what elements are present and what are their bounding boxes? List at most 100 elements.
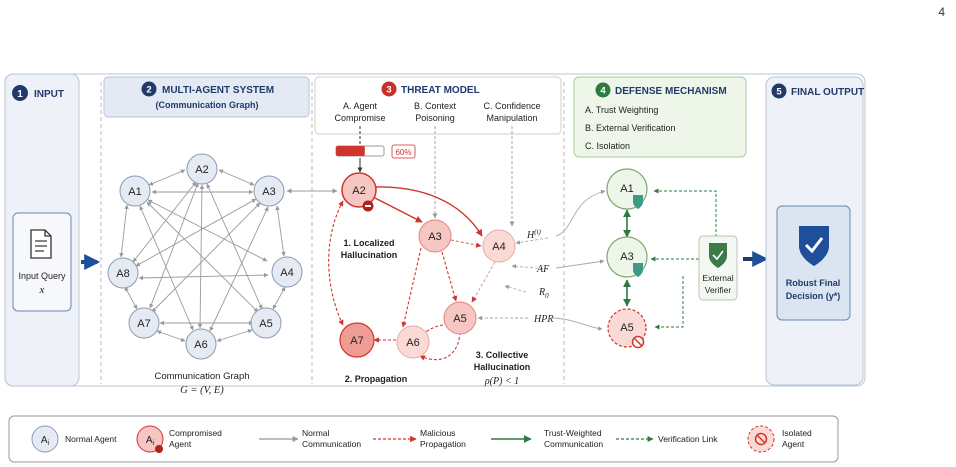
mas-title: MULTI-AGENT SYSTEM [162, 85, 274, 96]
threat-node-a4: A4 [482, 229, 516, 263]
input-query-label: Input Query [18, 271, 66, 281]
svg-text:A1: A1 [128, 186, 141, 198]
svg-text:A1: A1 [620, 183, 633, 195]
output-title: FINAL OUTPUT [791, 87, 864, 98]
metric-r0: R0 [538, 287, 549, 300]
mas-node-a1: A1 [119, 175, 151, 207]
defense-item-c: C. Isolation [585, 141, 630, 151]
threat-node-a7: A7 [339, 322, 375, 358]
legend-compromised-label-line1: Compromised [169, 428, 222, 438]
svg-text:A4: A4 [492, 241, 505, 253]
legend-malicious-line1: Malicious [420, 428, 455, 438]
label-spectral-radius: ρ(P) < 1 [484, 376, 519, 387]
metric-arrows [477, 237, 549, 321]
progress-label: 60% [395, 148, 411, 157]
label-collective-line2: Hallucination [474, 362, 531, 372]
mas-node-a5: A5 [250, 307, 282, 339]
defense-node-a5-isolated: A5 [607, 308, 647, 349]
threat-node-a5: A5 [443, 301, 477, 335]
communication-graph-edges [119, 169, 286, 342]
svg-text:A2: A2 [195, 164, 208, 176]
legend-trust-weighted: Trust-Weighted Communication [491, 428, 603, 449]
defense-node-a1: A1 [606, 168, 648, 210]
mas-formula: G = (V, E) [180, 385, 224, 396]
legend-isolated-agent: Isolated Agent [747, 425, 812, 453]
legend-trust-line1: Trust-Weighted [544, 428, 602, 438]
svg-text:A3: A3 [620, 251, 633, 263]
blocked-icon [754, 432, 768, 446]
defense-node-a3: A3 [606, 236, 648, 278]
svg-text:A5: A5 [620, 322, 633, 334]
compromise-progress-bar: 60% [335, 144, 416, 159]
defense-step-number: 4 [600, 86, 606, 97]
malicious-propagation-edges [328, 186, 496, 361]
svg-text:Ai: Ai [146, 435, 155, 447]
document-icon [30, 229, 52, 259]
legend-trust-line2: Communication [544, 439, 603, 449]
shield-check-icon [709, 243, 727, 268]
legend-normal-communication: Normal Communication [259, 428, 361, 449]
mas-node-a6: A6 [185, 328, 217, 360]
shield-check-icon [633, 263, 643, 277]
defense-input-curves [547, 189, 606, 331]
verification-links [650, 188, 717, 330]
svg-text:A6: A6 [406, 337, 419, 349]
threat-node-a3: A3 [418, 219, 452, 253]
threat-col-a-line1: A. Agent [343, 101, 378, 111]
external-verifier: External Verifier [698, 235, 738, 301]
metric-hpr: HPR [533, 314, 553, 325]
blocked-icon [631, 335, 645, 349]
legend-compromised-agent: Ai Compromised Agent [136, 425, 222, 453]
mas-caption: Communication Graph [154, 371, 249, 382]
svg-text:A2: A2 [352, 185, 365, 197]
legend-isolated-line2: Agent [782, 439, 805, 449]
defense-item-a: A. Trust Weighting [585, 105, 658, 115]
final-decision-line2: Decision (y*) [786, 291, 841, 301]
svg-text:A3: A3 [428, 231, 441, 243]
threat-panel: 3 THREAT MODEL A. Agent Compromise B. Co… [314, 76, 562, 387]
mas-panel: 2 MULTI-AGENT SYSTEM (Communication Grap… [103, 76, 310, 396]
threat-header [314, 76, 562, 135]
legend-isolated-line1: Isolated [782, 428, 812, 438]
legend: Ai Normal Agent Ai Compromised Agent Nor… [8, 415, 839, 463]
threat-step-number: 3 [386, 85, 391, 96]
malware-badge-icon [155, 445, 163, 453]
metric-h: H(t) [526, 228, 542, 241]
svg-text:A7: A7 [350, 335, 363, 347]
legend-normal-agent: Ai Normal Agent [31, 425, 117, 453]
svg-text:A6: A6 [194, 339, 207, 351]
label-localized-line2: Hallucination [341, 250, 398, 260]
verifier-label-line1: External [702, 273, 733, 283]
input-step-number: 1 [17, 89, 23, 100]
svg-text:A7: A7 [137, 318, 150, 330]
verifier-label-line2: Verifier [705, 285, 732, 295]
legend-malicious-propagation: Malicious Propagation [373, 428, 466, 449]
metric-af: AF [536, 264, 550, 275]
input-title: INPUT [34, 89, 64, 100]
defense-item-b: B. External Verification [585, 123, 676, 133]
legend-malicious-line2: Propagation [420, 439, 466, 449]
threat-col-b-line2: Poisoning [415, 113, 455, 123]
mas-node-a3: A3 [253, 175, 285, 207]
legend-normal-comm-line2: Communication [302, 439, 361, 449]
svg-text:A4: A4 [280, 267, 293, 279]
mas-subtitle: (Communication Graph) [156, 100, 259, 110]
mas-node-a2: A2 [186, 153, 218, 185]
final-decision-line1: Robust Final [786, 278, 841, 288]
input-query-variable: x [39, 284, 45, 296]
mas-header [103, 76, 310, 118]
mas-node-a8: A8 [107, 257, 139, 289]
legend-normal-agent-label: Normal Agent [65, 434, 117, 444]
label-localized-line1: 1. Localized [343, 238, 394, 248]
mas-node-a7: A7 [128, 307, 160, 339]
threat-title: THREAT MODEL [401, 85, 480, 96]
threat-col-c-line1: C. Confidence [483, 101, 540, 111]
defense-title: DEFENSE MECHANISM [615, 86, 727, 97]
svg-text:A3: A3 [262, 186, 275, 198]
legend-normal-comm-line1: Normal [302, 428, 330, 438]
input-query-card [12, 212, 72, 312]
svg-text:A5: A5 [453, 313, 466, 325]
shield-check-icon [633, 195, 643, 209]
threat-node-a2-compromised: A2 [341, 172, 377, 212]
threat-col-b-line1: B. Context [414, 101, 457, 111]
